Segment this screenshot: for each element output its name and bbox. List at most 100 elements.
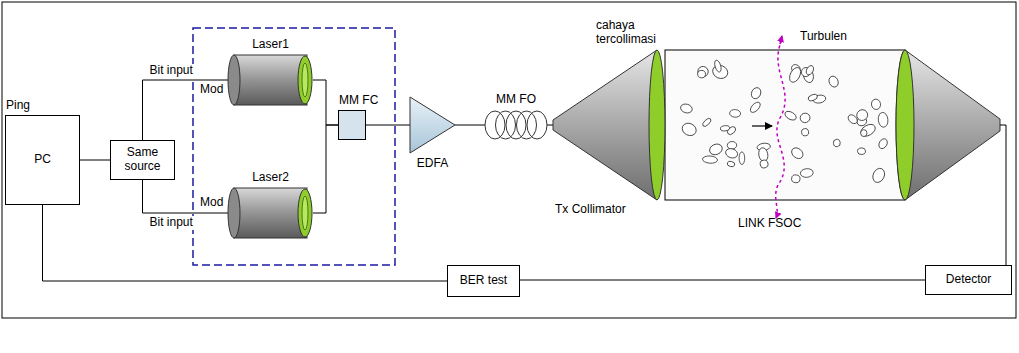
detector-box: Detector: [925, 265, 1012, 295]
turbulence-cells: [680, 59, 889, 184]
edfa-amplifier: EDFA: [410, 97, 455, 153]
laser-body: [234, 188, 307, 238]
turbulence-cell: [805, 64, 815, 76]
collimator-lens: [649, 50, 665, 200]
collimator-cone: [553, 50, 657, 200]
turbulence-cell: [724, 147, 738, 159]
mod-label: Mod: [200, 83, 223, 97]
turbulence-cell: [702, 155, 717, 163]
turbulence-label: Turbulen: [800, 30, 847, 44]
turbulence-cell: [739, 152, 745, 165]
turbulence-cell: [799, 112, 811, 124]
turbulence-cell: [749, 100, 762, 114]
fiber-coil-shape: [485, 110, 547, 140]
laser: Laser2: [228, 188, 313, 238]
node-label: BER test: [460, 274, 507, 288]
turbulence-cell: [708, 142, 724, 156]
turbulence-cell: [877, 137, 889, 150]
tx-collimator-shape: [553, 50, 665, 200]
rx-detector-wire: [1000, 125, 1006, 265]
node-label: Detector: [946, 273, 991, 287]
turbulence-cell: [727, 141, 737, 149]
link-label: LINK FSOC: [738, 217, 801, 231]
laser-body: [234, 55, 307, 105]
turbulence-cell: [759, 159, 769, 169]
turbulence-cell: [791, 174, 801, 183]
turbulence-cell: [727, 161, 736, 168]
turbulence-cell: [680, 103, 694, 115]
signal-line: [80, 160, 110, 161]
turbulence-cell: [729, 109, 741, 118]
turbulence-cell: [871, 98, 882, 110]
turbulence-cell: [680, 121, 698, 138]
signal-line: [547, 125, 553, 126]
signal-line: [143, 80, 229, 140]
node-caption: MM FO: [496, 93, 536, 107]
turbulence-cell: [859, 122, 878, 139]
signal-line: [366, 125, 410, 126]
signal-line: [455, 125, 485, 126]
turbulence-cell: [860, 130, 867, 137]
turbulence-cell: [801, 128, 809, 136]
laser-shape: [228, 55, 313, 105]
tx-collimator: Tx Collimator: [553, 50, 665, 200]
source-box: Same source: [110, 140, 175, 180]
propagation-arrow: [752, 125, 772, 126]
turbulence-cell: [713, 59, 722, 72]
turbulence-cell: [871, 166, 887, 184]
rx-collimator: [896, 50, 1000, 200]
signal-line: [520, 280, 925, 281]
turbulence-cell: [696, 65, 710, 79]
node-caption: Laser2: [252, 171, 289, 185]
turbulence-cell: [878, 112, 889, 128]
edfa-amplifier-shape: [410, 97, 455, 153]
laser-aperture: [298, 56, 312, 104]
turbulence-cell: [790, 146, 806, 161]
turbulence-cell: [855, 108, 870, 123]
edge-label: Bit input: [149, 216, 194, 230]
fiber-coil: MM FO: [485, 110, 547, 140]
turbulence-cell: [827, 75, 840, 89]
node-caption: Laser1: [252, 38, 289, 52]
turbulence-cell: [750, 86, 763, 100]
laser-group-box: [193, 28, 395, 265]
laser: Laser1: [228, 55, 313, 105]
turbulence-cell: [720, 125, 730, 131]
laser-lens: [302, 63, 308, 97]
wavefront-line: [776, 40, 785, 218]
laser-lens: [302, 196, 308, 230]
laser-end: [228, 188, 240, 238]
node-caption: MM FC: [339, 94, 378, 108]
ber-test-box: BER test: [447, 265, 520, 297]
node-caption: Ping: [6, 99, 30, 113]
fsoc-link-cylinder: [665, 50, 914, 200]
outer-frame: [2, 2, 1016, 318]
turbulence-cell: [701, 117, 712, 128]
node-caption: EDFA: [417, 157, 448, 171]
turbulence-cell: [784, 110, 798, 122]
edge-label: Bit input: [149, 64, 194, 78]
fiber-coupler: MM FC: [338, 110, 366, 140]
mod-label: Mod: [200, 196, 223, 210]
node-label: PC: [34, 153, 51, 167]
node-label: Same source: [115, 146, 170, 174]
amplifier-triangle: [410, 97, 455, 153]
pc-box: PingPC: [5, 115, 80, 205]
signal-line: [313, 80, 338, 125]
turbulence-cell: [857, 147, 866, 154]
laser-aperture: [298, 189, 312, 237]
signal-line: [143, 180, 229, 213]
node-caption: Tx Collimator: [555, 203, 626, 217]
laser-end: [228, 55, 240, 105]
wavefront-arrow: [780, 36, 782, 44]
signal-line: [313, 125, 338, 213]
turbulence-cell: [800, 168, 814, 178]
turbulence-cell: [697, 70, 705, 78]
turbulence-cell: [807, 93, 818, 102]
turbulence-cell: [787, 66, 803, 84]
fiber-loop: [527, 111, 547, 139]
laser-shape: [228, 188, 313, 238]
beam-note: cahaya tercollimasi: [596, 19, 668, 47]
turbulence-cell: [833, 139, 841, 147]
